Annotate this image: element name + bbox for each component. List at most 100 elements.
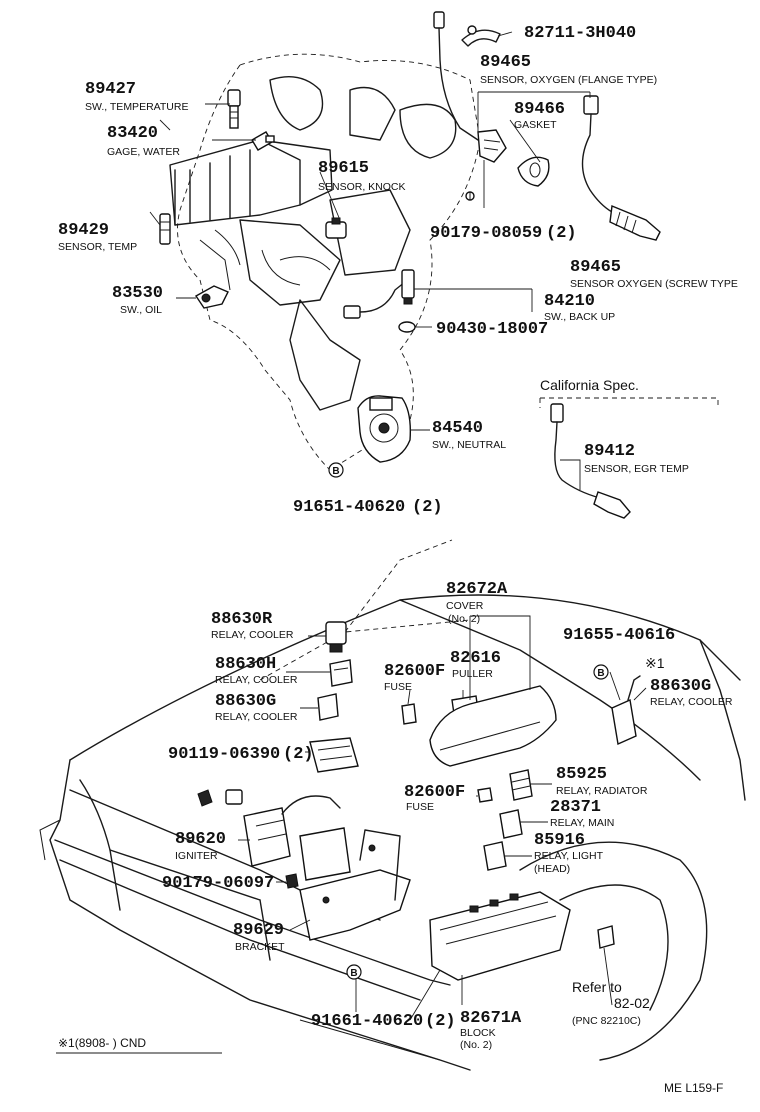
part-number-85916: 85916 (534, 831, 585, 850)
temperature-switch-89427 (227, 89, 241, 129)
part-name-82600F-b: FUSE (406, 801, 434, 813)
part-name-82616: PULLER (452, 668, 493, 680)
part-number-88630G-left: 88630G (215, 692, 276, 711)
part-name-88630G-right: RELAY, COOLER (650, 696, 733, 708)
california-spec-label: California Spec. (540, 377, 639, 393)
water-gage-83420 (251, 131, 275, 151)
part-qty-91651: (2) (412, 498, 443, 517)
backup-switch-84210 (343, 269, 415, 319)
part-name-88630G-left: RELAY, COOLER (215, 711, 298, 723)
part-number-82600F-b: 82600F (404, 783, 465, 802)
part-number-88630G-right: 88630G (650, 677, 711, 696)
relay-88630G-left (317, 693, 339, 721)
part-number-84210: 84210 (544, 292, 595, 311)
part-number-82600F-a: 82600F (384, 662, 445, 681)
part-name-89412: SENSOR, EGR TEMP (584, 463, 689, 475)
part-name-83420: GAGE, WATER (107, 146, 180, 158)
part-name-83530: SW., OIL (120, 304, 162, 316)
relay-85916 (483, 841, 507, 871)
part-name-89629: BRACKET (235, 941, 285, 953)
part-name-89466: GASKET (514, 119, 557, 131)
fuse-82600F-a (401, 703, 417, 725)
part-qty-90179-08059: (2) (546, 224, 577, 243)
part-number-82671A: 82671A (460, 1009, 522, 1028)
marker-b-1: B (328, 462, 344, 478)
gasket-89466 (517, 156, 550, 187)
part-number-89629: 89629 (233, 921, 284, 940)
refer-to-label: Refer to (572, 979, 622, 995)
marker-b-2: B (593, 664, 609, 680)
cover-82672A (429, 685, 557, 767)
part-number-89412: 89412 (584, 442, 635, 461)
part-name-89429: SENSOR, TEMP (58, 241, 137, 253)
svg-text:B: B (332, 466, 339, 477)
part-number-89620: 89620 (175, 830, 226, 849)
part-name-88630H: RELAY, COOLER (215, 674, 298, 686)
part-number-91655: 91655-40616 (563, 626, 675, 645)
part-number-89465-flange: 89465 (480, 53, 531, 72)
gasket-90430 (398, 321, 416, 333)
part-sub-82671A: (No. 2) (460, 1039, 492, 1051)
relay-block-90119 (309, 737, 359, 773)
part-number-90179-06097: 90179-06097 (162, 874, 274, 893)
part-number-28371: 28371 (550, 798, 601, 817)
fuse-82600F-b (477, 787, 493, 803)
temp-sensor-89429 (159, 213, 171, 245)
relay-88630R (325, 621, 347, 653)
part-name-89620: IGNITER (175, 850, 218, 862)
refer-to-page: 82-02 (614, 995, 650, 1011)
footnote: ※1(8908- ) CND (58, 1036, 146, 1050)
part-number-89429: 89429 (58, 221, 109, 240)
part-number-83420: 83420 (107, 124, 158, 143)
coil-block (299, 827, 351, 881)
part-number-88630R: 88630R (211, 610, 273, 629)
relay-28371 (499, 809, 523, 839)
oxygen-sensor-screw (581, 95, 661, 241)
bolt-90179-08059 (465, 191, 475, 201)
leader-lines-bottom (238, 615, 647, 1021)
part-name-89465-screw: SENSOR OXYGEN (SCREW TYPE (570, 278, 738, 290)
block-82671A (429, 891, 571, 981)
part-sub-85916: (HEAD) (534, 863, 570, 875)
neutral-switch-84540 (357, 395, 412, 463)
part-number-91661: 91661-40620 (311, 1012, 423, 1031)
part-number-82672A: 82672A (446, 580, 508, 599)
part-name-28371: RELAY, MAIN (550, 817, 614, 829)
part-name-89615: SENSOR, KNOCK (318, 181, 406, 193)
part-number-88630H: 88630H (215, 655, 276, 674)
refer-part-82-02 (597, 925, 615, 949)
clamp-82711 (461, 25, 501, 47)
part-number-83530: 83530 (112, 284, 163, 303)
part-number-90430: 90430-18007 (436, 320, 548, 339)
part-number-82616: 82616 (450, 649, 501, 668)
part-sub-82672A: (No. 2) (448, 613, 480, 625)
vehicle-illustration (39, 539, 746, 1071)
part-number-91651: 91651-40620 (293, 498, 405, 517)
part-number-89615: 89615 (318, 159, 369, 178)
part-name-82671A: BLOCK (460, 1027, 496, 1039)
asterisk-note-1: ※1 (645, 655, 665, 671)
part-name-84210: SW., BACK UP (544, 311, 615, 323)
svg-text:B: B (350, 968, 357, 979)
part-qty-91661: (2) (425, 1012, 456, 1031)
oxygen-sensor-flange (433, 11, 507, 163)
svg-text:B: B (597, 668, 604, 679)
part-name-84540: SW., NEUTRAL (432, 439, 506, 451)
refer-to-pnc: (PNC 82210C) (572, 1015, 641, 1027)
relay-85925 (509, 769, 533, 801)
leader-lines-top (149, 31, 591, 490)
part-number-90179-08059: 90179-08059 (430, 224, 542, 243)
bolt-90119 (197, 789, 213, 807)
part-name-85925: RELAY, RADIATOR (556, 785, 648, 797)
engine-illustration (169, 53, 481, 471)
part-name-89427: SW., TEMPERATURE (85, 101, 188, 113)
relay-88630H (329, 659, 353, 687)
bolt-90179-06097 (285, 873, 299, 889)
part-name-82600F-a: FUSE (384, 681, 412, 693)
part-name-88630R: RELAY, COOLER (211, 629, 294, 641)
oil-switch-83530 (194, 285, 229, 309)
relay-88630G-right (611, 675, 641, 746)
page-code: ME L159-F (664, 1081, 723, 1095)
part-number-84540: 84540 (432, 419, 483, 438)
